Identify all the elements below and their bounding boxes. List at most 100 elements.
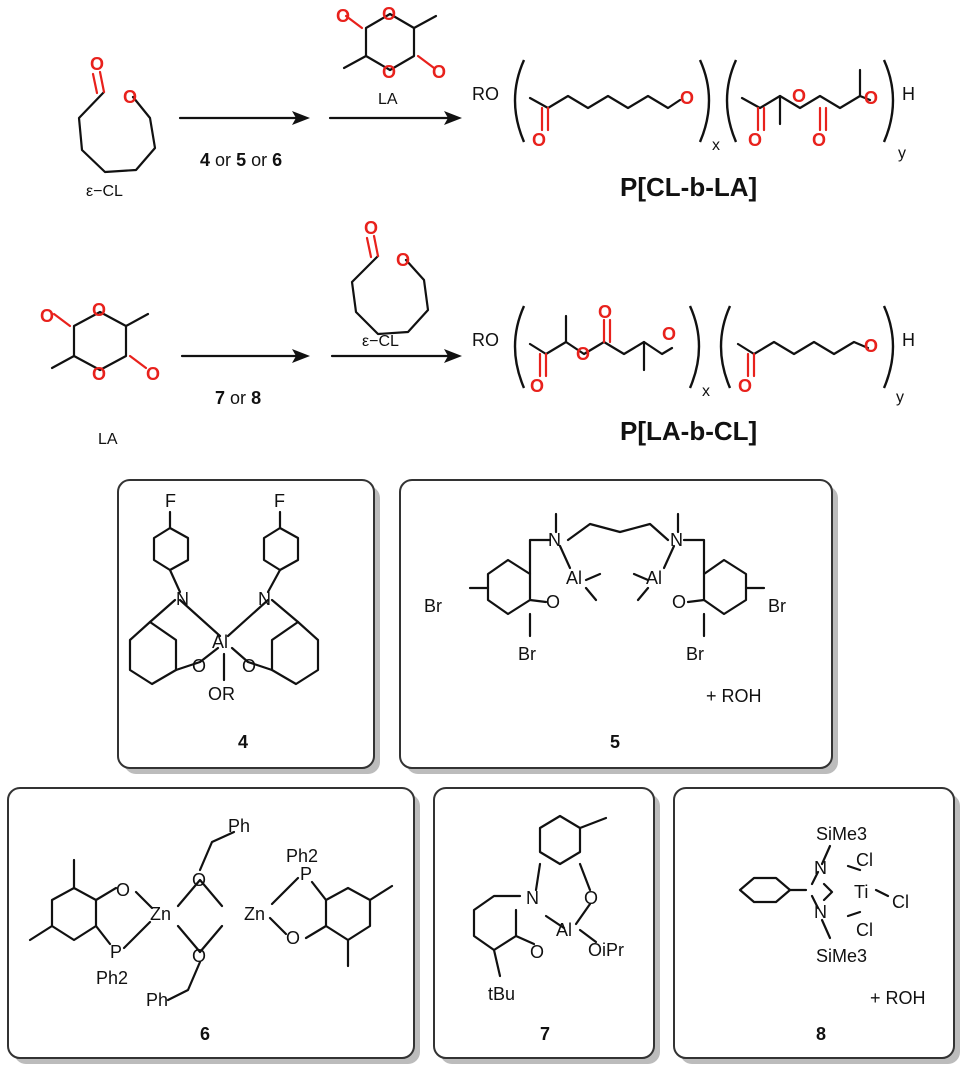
diphenyl-group: Ph2 [286,846,318,866]
titanium-atom: Ti [854,882,868,902]
caprolactone-structure: O O ε−CL [77,54,157,200]
cl-label: ε−CL [362,333,399,350]
isopropoxide-group: OiPr [588,940,624,960]
aluminium-atom: Al [646,568,662,588]
scheme-2: O O O O LA 7 or 8 O O ε−CL RO O O O O x [40,218,915,448]
lactide-structure: O O O O LA [40,300,160,448]
catalyst-5-structure: N N Al Al O O Br Br Br Br [424,512,786,664]
chlorine-atom: Cl [892,892,909,912]
oxygen-atom: O [382,4,396,24]
subscript-x: x [702,383,710,400]
trimethylsilyl-group: SiMe3 [816,824,867,844]
arrow-head [444,111,462,125]
oxygen-atom: O [192,946,206,966]
catalyst-number: 5 [610,732,620,752]
oxygen-atom: O [546,592,560,612]
oxygen-atom: O [92,364,106,384]
fluorine-atom: F [274,491,285,511]
oxygen-atom: O [662,324,676,344]
catalyst-number: 6 [200,1024,210,1044]
phosphorus-atom: P [110,942,122,962]
oxygen-atom: O [146,364,160,384]
ro-end-group: RO [472,84,499,104]
product-name: P[LA-b-CL] [620,416,757,446]
oxygen-atom: O [530,942,544,962]
phenyl-group: Ph [228,816,250,836]
arrow-head [292,349,310,363]
lactide-structure: O O O O LA [336,4,446,108]
cocatalyst-label: + ROH [870,988,926,1008]
product-name: P[CL-b-LA] [620,172,757,202]
aluminium-atom: Al [212,632,228,652]
diphenyl-group: Ph2 [96,968,128,988]
oxygen-atom: O [584,888,598,908]
phenyl-group: Ph [146,990,168,1010]
product-cl-b-la: RO O O x O O O O H y P[CL-b-LA] [472,59,915,202]
nitrogen-atom: N [814,858,827,878]
phosphorus-atom: P [300,864,312,884]
cocatalyst-label: + ROH [706,686,762,706]
la-label: LA [98,431,118,448]
bromine-atom: Br [768,596,786,616]
cl-label: ε−CL [86,183,123,200]
nitrogen-atom: N [176,589,189,609]
nitrogen-atom: N [670,530,683,550]
oxygen-atom: O [598,302,612,322]
oxygen-atom: O [532,130,546,150]
oxygen-atom: O [40,306,54,326]
catalyst-number: 7 [540,1024,550,1044]
catalyst-8-box: SiMe3 N N Ti Cl Cl Cl SiMe3 + ROH 8 [673,787,960,1064]
h-end-group: H [902,84,915,104]
chlorine-atom: Cl [856,850,873,870]
oxygen-atom: O [738,376,752,396]
bromine-atom: Br [518,644,536,664]
scheme-1: O O ε−CL 4 or 5 or 6 O O O O LA RO O O x [77,4,915,202]
caprolactone-structure: O O ε−CL [350,218,430,350]
aluminium-atom: Al [566,568,582,588]
oxygen-atom: O [192,656,206,676]
oxygen-atom: O [432,62,446,82]
arrow-head [292,111,310,125]
nitrogen-atom: N [258,589,271,609]
oxygen-atom: O [396,250,410,270]
la-label: LA [378,91,398,108]
catalyst-list: 7 or 8 [215,388,261,408]
fluorine-atom: F [165,491,176,511]
catalyst-5-box: N N Al Al O O Br Br Br Br + ROH 5 [399,479,838,774]
oxygen-atom: O [792,86,806,106]
zinc-atom: Zn [244,904,265,924]
oxygen-atom: O [530,376,544,396]
oxygen-atom: O [576,344,590,364]
product-la-b-cl: RO O O O O x O O H y P[LA-b-CL] [472,302,915,446]
ro-end-group: RO [472,330,499,350]
catalyst-7-structure: N O Al O OiPr tBu [472,814,624,1004]
oxygen-atom: O [812,130,826,150]
catalyst-4-box: F F N N Al O O OR 4 [117,479,380,774]
oxygen-atom: O [864,88,878,108]
h-end-group: H [902,330,915,350]
catalyst-6-box: O O O O Zn Zn P P Ph2 Ph2 Ph Ph 6 [7,787,420,1064]
oxygen-atom: O [336,6,350,26]
tert-butyl-group: tBu [488,984,515,1004]
oxygen-atom: O [680,88,694,108]
oxygen-atom: O [123,87,137,107]
catalyst-4-structure: F F N N Al O O OR [128,491,320,704]
oxygen-atom: O [92,300,106,320]
chlorine-atom: Cl [856,920,873,940]
oxygen-atom: O [864,336,878,356]
catalyst-list: 4 or 5 or 6 [200,150,282,170]
oxygen-atom: O [116,880,130,900]
oxygen-atom: O [364,218,378,238]
catalyst-8-structure: SiMe3 N N Ti Cl Cl Cl SiMe3 [738,824,909,966]
oxygen-atom: O [748,130,762,150]
alkoxide-group: OR [208,684,235,704]
bromine-atom: Br [686,644,704,664]
oxygen-atom: O [192,870,206,890]
catalyst-6-structure: O O O O Zn Zn P P Ph2 Ph2 Ph Ph [28,816,394,1010]
trimethylsilyl-group: SiMe3 [816,946,867,966]
bromine-atom: Br [424,596,442,616]
subscript-y: y [896,389,904,406]
nitrogen-atom: N [814,902,827,922]
oxygen-atom: O [90,54,104,74]
